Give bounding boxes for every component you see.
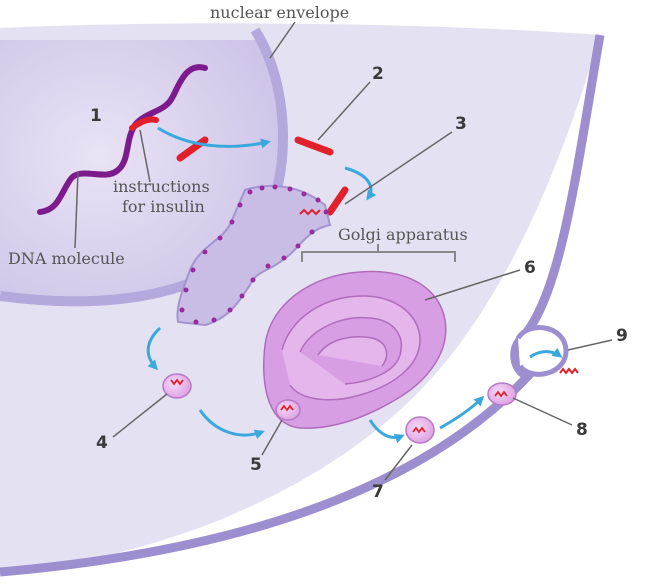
leader-9 (567, 339, 613, 351)
label-golgi-apparatus: Golgi apparatus (338, 225, 468, 244)
step-number-5: 5 (250, 455, 262, 475)
step-number-8: 8 (576, 420, 588, 440)
mrna-at-er (326, 186, 349, 216)
leader-3 (344, 131, 453, 205)
vesicle-insulin-5 (280, 404, 294, 412)
dna-molecule (37, 64, 208, 215)
golgi-apparatus (263, 270, 447, 429)
mrna-at-ribosome (294, 136, 334, 156)
label-instructions-line1: instructions (113, 177, 210, 196)
nucleus (0, 40, 281, 298)
arrow-dna-to-mrna (157, 126, 271, 149)
vesicle-insulin-7 (412, 426, 426, 434)
step-number-6: 6 (524, 258, 536, 278)
vesicle-from-er (162, 373, 192, 399)
step-number-2: 2 (372, 64, 384, 84)
step-number-7: 7 (372, 482, 384, 502)
secreted-insulin (559, 367, 579, 375)
rough-er (176, 184, 332, 327)
step-number-4: 4 (96, 433, 108, 453)
leader-dna (74, 171, 79, 249)
leader-7 (384, 444, 413, 481)
vesicle-insulin-8 (494, 390, 508, 398)
leader-5 (261, 419, 283, 456)
er-ribosomes (179, 184, 329, 325)
step-number-3: 3 (455, 114, 467, 134)
leader-nuclear-envelope (269, 21, 296, 59)
label-instructions-line2: for insulin (122, 197, 205, 216)
step-number-1: 1 (90, 106, 102, 126)
arrow-er-to-vesicle (146, 326, 162, 371)
step-number-9: 9 (616, 326, 628, 346)
leader-8 (512, 397, 573, 426)
golgi-bracket (301, 244, 456, 262)
leader-2 (317, 81, 371, 141)
label-nuclear-envelope: nuclear envelope (210, 3, 350, 22)
label-dna-molecule: DNA molecule (8, 249, 125, 268)
er-insulin-chain (299, 208, 321, 216)
arrow-mrna-to-er (344, 166, 377, 201)
leader-instructions (139, 129, 151, 183)
arrow-exocytosis (529, 347, 563, 359)
arrow-vesicle-to-membrane (439, 395, 485, 430)
insulin-gene-segment (129, 116, 159, 131)
cell-membrane (0, 34, 605, 577)
vesicle-insulin-4 (170, 378, 184, 386)
arrow-vesicle-to-golgi (198, 409, 265, 440)
leader-6 (424, 269, 521, 301)
arrow-golgi-to-vesicle (368, 419, 405, 444)
leader-4 (112, 393, 168, 438)
